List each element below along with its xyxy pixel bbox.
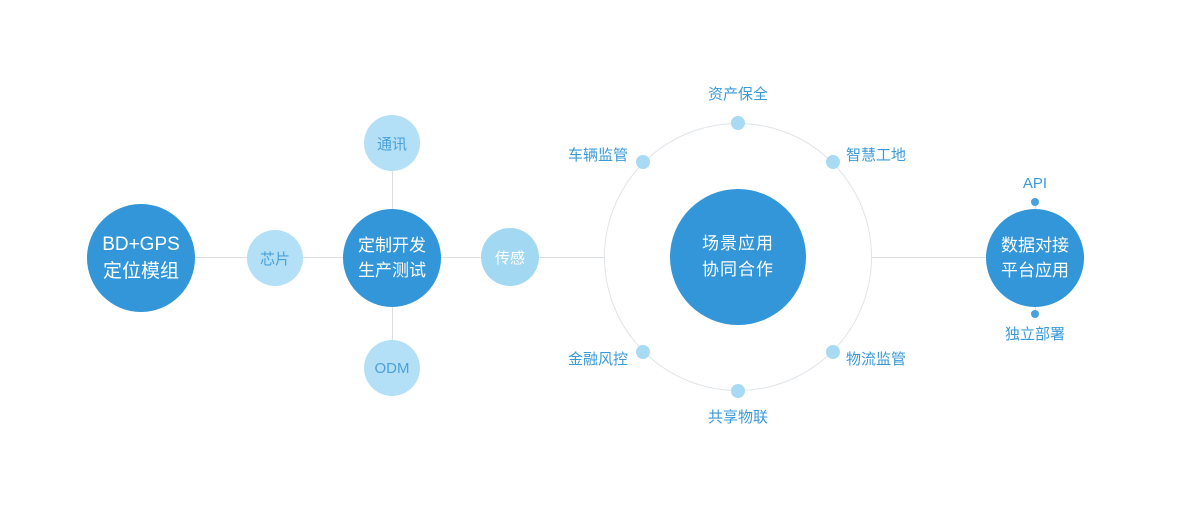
ring-dot-bottom [731,384,745,398]
node-custom-line1: 定制开发 [358,236,426,255]
node-scenario-center: 场景应用 协同合作 [670,189,806,325]
node-data-line2: 平台应用 [1001,261,1069,280]
ring-dot-upper-right [826,155,840,169]
ring-dot-lower-right [826,345,840,359]
ring-dot-lower-left [636,345,650,359]
node-bdgps-line1: BD+GPS [102,234,180,255]
connector-ring-to-data [871,257,987,258]
ring-label-logistics-supervision: 物流监管 [846,351,907,368]
deploy-label: 独立部署 [1004,326,1065,343]
deploy-dot [1031,310,1039,318]
ring-label-asset-security: 资产保全 [707,86,768,103]
node-odm-label: ODM [374,359,410,377]
ring-label-financial-risk: 金融风控 [567,351,628,368]
ring-label-shared-iot: 共享物联 [707,409,768,426]
node-scenario-line2: 协同合作 [702,260,774,279]
node-odm: ODM [364,340,420,396]
node-communication: 通讯 [364,115,420,171]
ring-label-vehicle-supervision: 车辆监管 [567,147,628,164]
node-custom-line2: 生产测试 [358,261,426,280]
node-bdgps-line2: 定位模组 [102,261,179,282]
node-custom-dev: 定制开发 生产测试 [343,209,441,307]
ring-dot-upper-left [636,155,650,169]
node-chip: 芯片 [247,230,303,286]
connector-comm-to-custom [392,143,393,258]
node-communication-label: 通讯 [376,135,407,153]
node-data-platform: 数据对接 平台应用 [986,209,1084,307]
node-sensor-label: 传感 [494,249,525,267]
node-bdgps-module: BD+GPS 定位模组 [87,204,195,312]
node-chip-label: 芯片 [259,250,290,268]
ring-dot-top [731,116,745,130]
connector-custom-to-odm [392,258,393,368]
connector-api-to-data [1035,204,1036,212]
ring-label-smart-site: 智慧工地 [846,147,907,164]
node-scenario-line1: 场景应用 [702,234,774,253]
api-label: API [1022,175,1048,192]
node-sensor: 传感 [481,228,539,286]
api-dot [1031,198,1039,206]
node-data-line1: 数据对接 [1001,236,1069,255]
